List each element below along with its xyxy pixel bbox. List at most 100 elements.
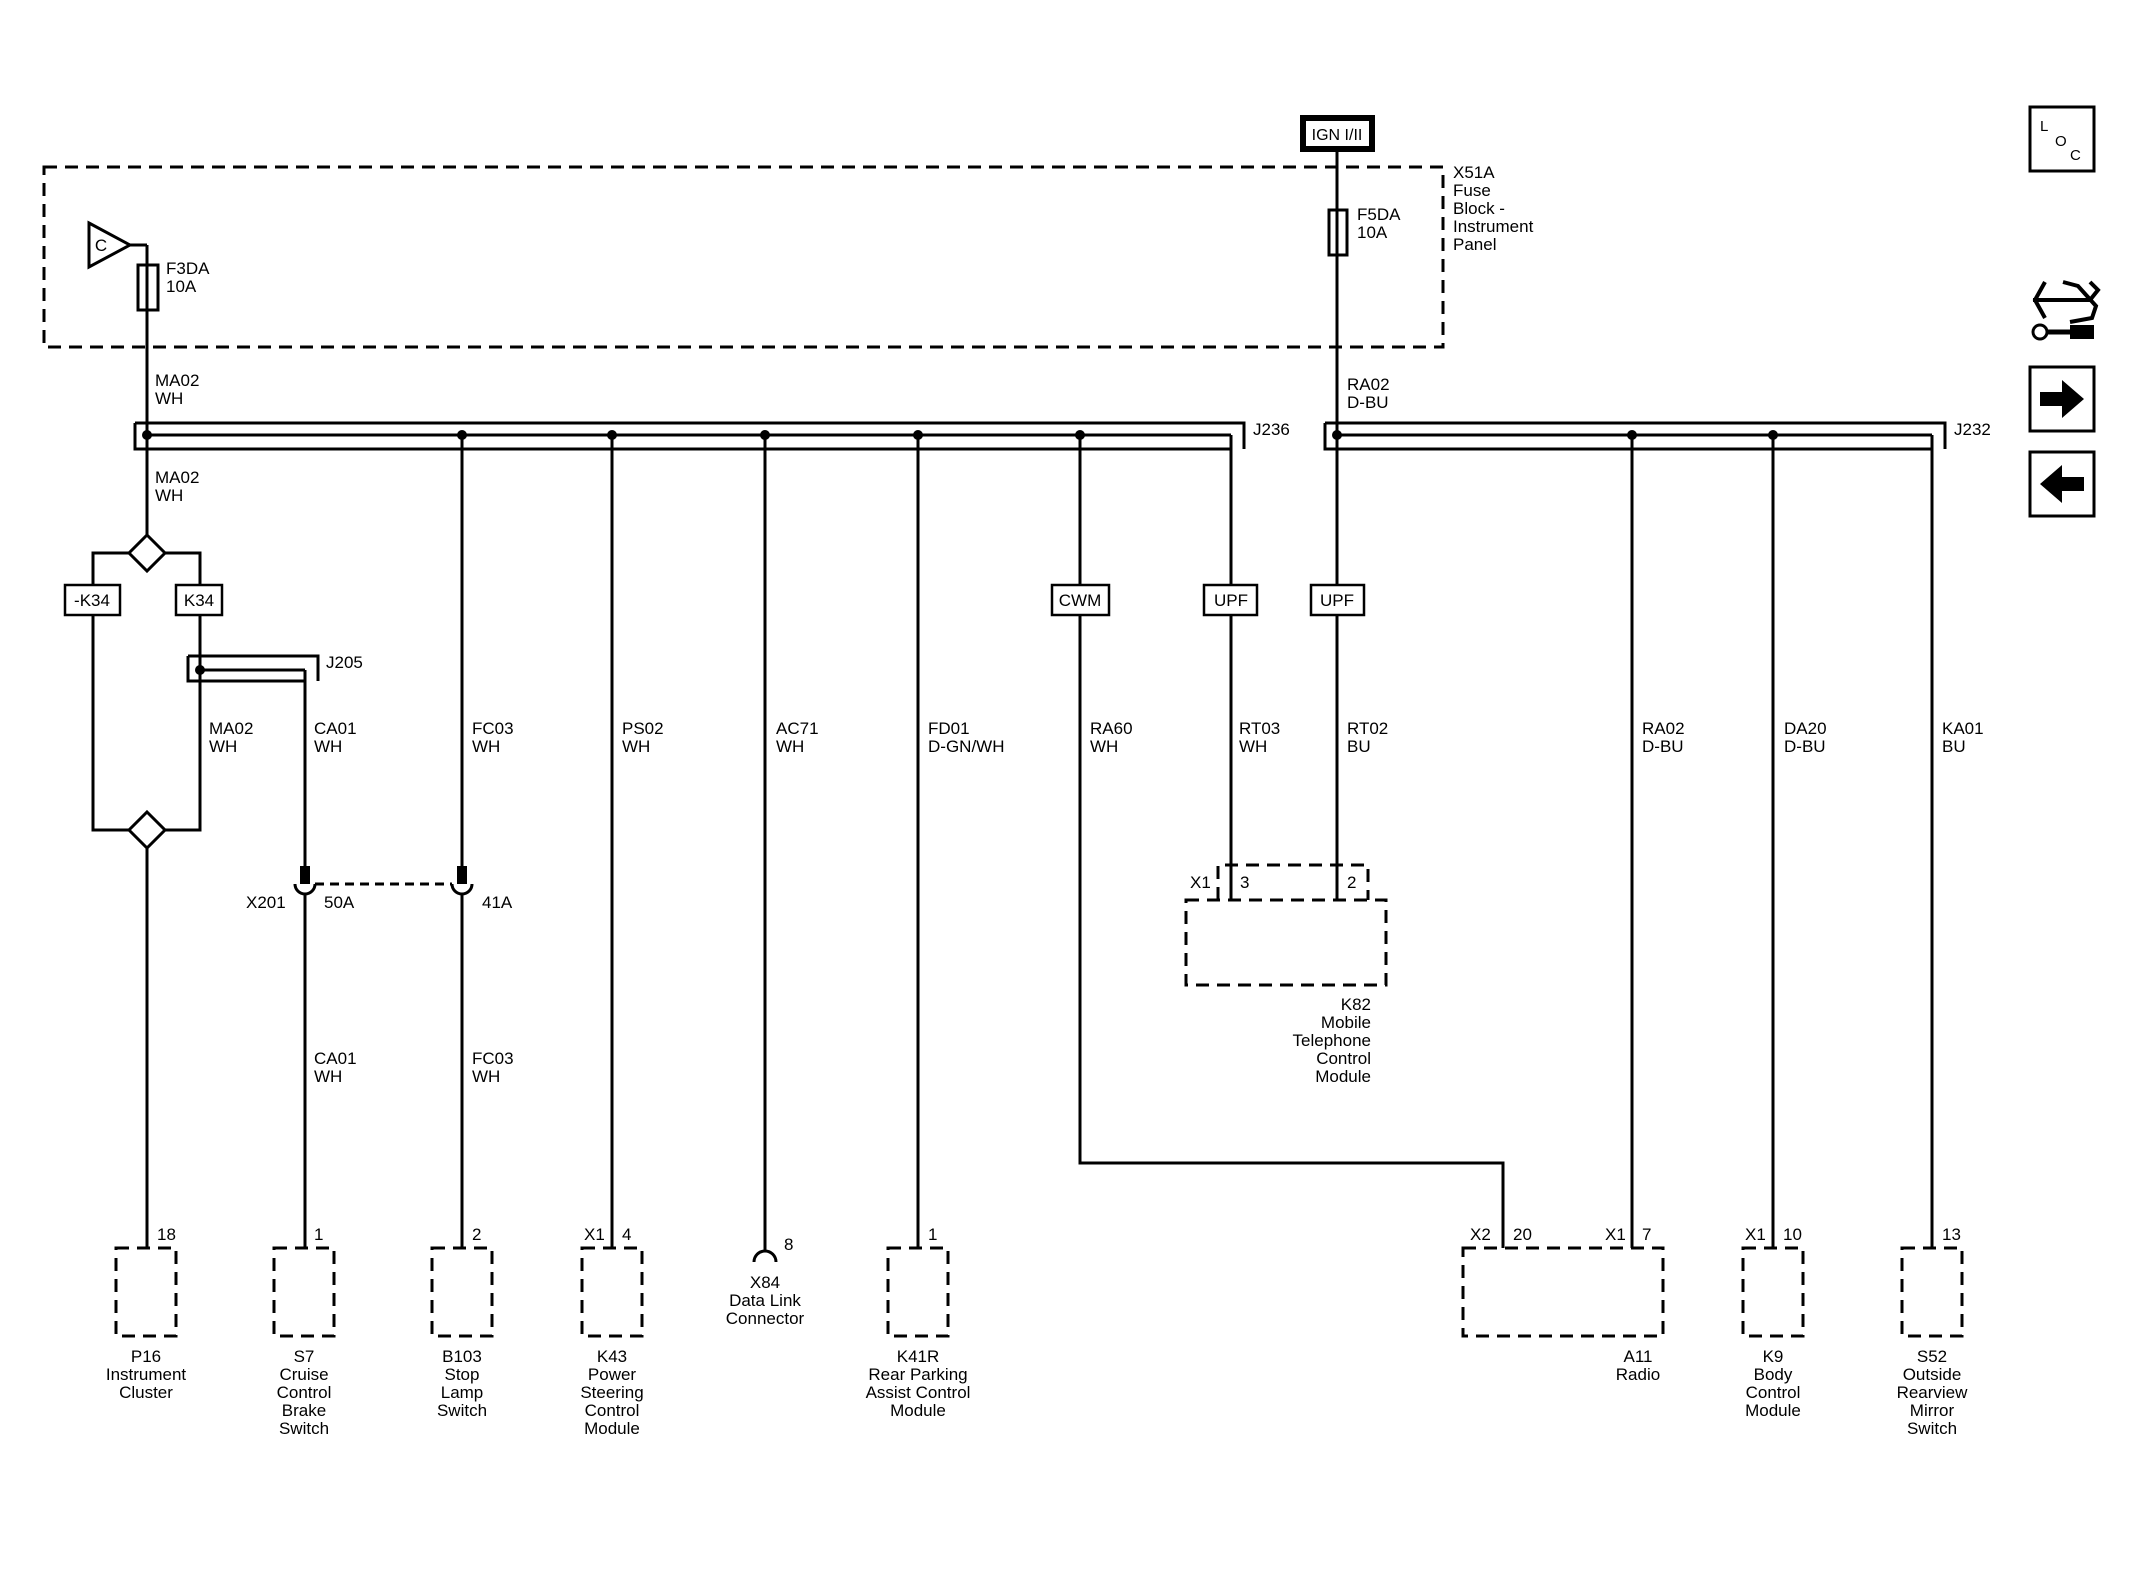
- component-p16: [114, 1246, 178, 1338]
- splice-j236: [133, 421, 1246, 451]
- fuse-block-line-2: Fuse: [1453, 181, 1491, 200]
- fuse-block-outline: [42, 165, 1445, 349]
- k9-pin: 10: [1783, 1225, 1802, 1244]
- svg-text:UPF: UPF: [1320, 591, 1354, 610]
- component-k43: [580, 1246, 644, 1338]
- k43-line-4: Control: [585, 1401, 640, 1420]
- fuse-block-line-3: Block -: [1453, 199, 1505, 218]
- k82-line-5: Module: [1315, 1067, 1371, 1086]
- a11-line-1: A11: [1624, 1347, 1653, 1366]
- wire-ps02-color: WH: [622, 737, 650, 756]
- k43-connector: X1: [584, 1225, 605, 1244]
- fuse-f3da-rating: 10A: [166, 277, 197, 296]
- wire-ma02-low-color: WH: [209, 737, 237, 756]
- x84-line-1: X84: [750, 1273, 780, 1292]
- svg-text:O: O: [2055, 133, 2067, 150]
- k43-pin: 4: [622, 1225, 631, 1244]
- a11-line-2: Radio: [1616, 1365, 1660, 1384]
- wire-ra60-circuit: RA60: [1090, 719, 1133, 738]
- arrow-left-icon: [2040, 465, 2084, 503]
- wire-da20-color: D-BU: [1784, 737, 1826, 756]
- wire-da20-circuit: DA20: [1784, 719, 1827, 738]
- b103-line-1: B103: [442, 1347, 482, 1366]
- wire-ka01-color: BU: [1942, 737, 1966, 756]
- wire-ps02-circuit: PS02: [622, 719, 664, 738]
- k41r-line-2: Rear Parking: [868, 1365, 967, 1384]
- k43-line-2: Power: [588, 1365, 637, 1384]
- x201-label: X201: [246, 893, 286, 912]
- previous-page-button[interactable]: [2028, 450, 2096, 518]
- service-icon[interactable]: [2031, 280, 2101, 341]
- svg-text:IGN I/II: IGN I/II: [1312, 127, 1363, 144]
- ign-power-source: IGN I/II: [1300, 115, 1375, 152]
- wire-ca01-up-circuit: CA01: [314, 719, 357, 738]
- fuse-f5da: [1327, 208, 1349, 257]
- b103-pin: 2: [472, 1225, 481, 1244]
- wire-fd01-circuit: FD01: [928, 719, 970, 738]
- wire-rt03-color: WH: [1239, 737, 1267, 756]
- option-tag-neg-k34: -K34: [63, 583, 122, 617]
- x84-line-2: Data Link: [729, 1291, 801, 1310]
- fuse-f5da-name: F5DA: [1357, 205, 1401, 224]
- k9-line-1: K9: [1763, 1347, 1784, 1366]
- component-k41r: [886, 1246, 950, 1338]
- k9-line-2: Body: [1754, 1365, 1793, 1384]
- option-tag-upf-1: UPF: [1202, 583, 1259, 617]
- loc-button[interactable]: L O C: [2028, 105, 2096, 173]
- k9-line-4: Module: [1745, 1401, 1801, 1420]
- k43-line-5: Module: [584, 1419, 640, 1438]
- k43-line-3: Steering: [580, 1383, 643, 1402]
- svg-text:C: C: [95, 236, 107, 255]
- wire-ra02-low-color: D-BU: [1642, 737, 1684, 756]
- component-b103: [430, 1246, 494, 1338]
- option-tag-cwm: CWM: [1050, 583, 1111, 617]
- x84-line-3: Connector: [726, 1309, 805, 1328]
- wire-ac71-color: WH: [776, 737, 804, 756]
- fuse-f3da: [136, 245, 160, 312]
- s52-line-4: Mirror: [1910, 1401, 1955, 1420]
- wire-rt02-circuit: RT02: [1347, 719, 1388, 738]
- s52-line-3: Rearview: [1897, 1383, 1969, 1402]
- k82-pin-2: 2: [1347, 873, 1356, 892]
- k82-line-3: Telephone: [1293, 1031, 1371, 1050]
- fuse-block-line-4: Instrument: [1453, 217, 1534, 236]
- splice-j236-label: J236: [1253, 420, 1290, 439]
- wire-ma02-low-circuit: MA02: [209, 719, 253, 738]
- wire-rt03-circuit: RT03: [1239, 719, 1280, 738]
- a11-connector-x1: X1: [1605, 1225, 1626, 1244]
- s7-line-3: Control: [277, 1383, 332, 1402]
- k82-pin-3: 3: [1240, 873, 1249, 892]
- k41r-line-4: Module: [890, 1401, 946, 1420]
- k9-connector: X1: [1745, 1225, 1766, 1244]
- k43-line-1: K43: [597, 1347, 627, 1366]
- svg-text:-K34: -K34: [74, 591, 110, 610]
- b103-line-2: Stop: [445, 1365, 480, 1384]
- svg-text:L: L: [2040, 118, 2048, 135]
- x201-pin-41a: 41A: [482, 893, 513, 912]
- option-diamond-top: [126, 532, 168, 574]
- k9-line-3: Control: [1746, 1383, 1801, 1402]
- fuse-block-line-1: X51A: [1453, 163, 1495, 182]
- svg-text:UPF: UPF: [1214, 591, 1248, 610]
- wire-ra60-color: WH: [1090, 737, 1118, 756]
- component-k82: [1184, 863, 1388, 987]
- p16-line-3: Cluster: [119, 1383, 173, 1402]
- s7-line-5: Switch: [279, 1419, 329, 1438]
- fuse-f5da-rating: 10A: [1357, 223, 1388, 242]
- s52-line-1: S52: [1917, 1347, 1947, 1366]
- x84-pin: 8: [784, 1235, 793, 1254]
- component-a11: [1461, 1246, 1665, 1338]
- wire-fd01-color: D-GN/WH: [928, 737, 1004, 756]
- splice-j232-label: J232: [1954, 420, 1991, 439]
- wire-ca01-down-circuit: CA01: [314, 1049, 357, 1068]
- k41r-pin: 1: [928, 1225, 937, 1244]
- wire-ac71-circuit: AC71: [776, 719, 819, 738]
- k82-line-1: K82: [1341, 995, 1371, 1014]
- x201-pin-50a: 50A: [324, 893, 355, 912]
- next-page-button[interactable]: [2028, 365, 2096, 433]
- wire-fc03-down-color: WH: [472, 1067, 500, 1086]
- p16-line-1: P16: [131, 1347, 161, 1366]
- wire-ma02-mid-circuit: MA02: [155, 468, 199, 487]
- b103-line-3: Lamp: [441, 1383, 484, 1402]
